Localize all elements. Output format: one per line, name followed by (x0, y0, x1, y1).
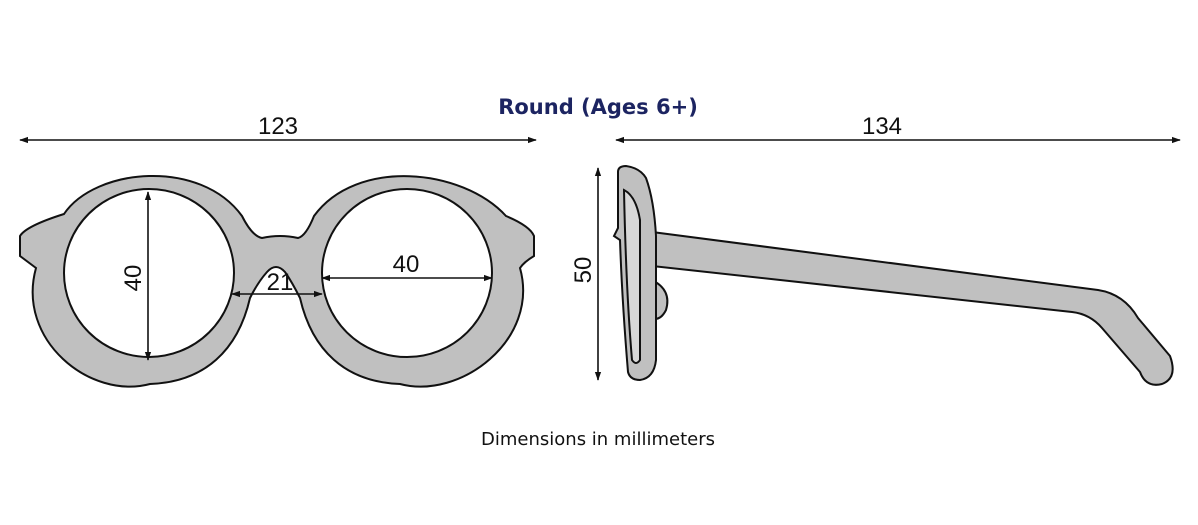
diagram-title: Round (Ages 6+) (498, 95, 698, 119)
total-width-label: 123 (258, 113, 298, 140)
bridge-width-label: 21 (267, 269, 294, 296)
side-view (612, 164, 1174, 386)
lens-width-label: 40 (393, 251, 420, 278)
lens-height-label: 40 (120, 265, 147, 292)
front-frame (19, 175, 535, 388)
temple-length-label: 134 (862, 113, 902, 140)
side-lens-edge (622, 188, 641, 364)
front-view (19, 175, 535, 388)
frame-height-label: 50 (570, 257, 597, 284)
temple-arm (651, 230, 1174, 386)
units-caption: Dimensions in millimeters (481, 429, 715, 450)
